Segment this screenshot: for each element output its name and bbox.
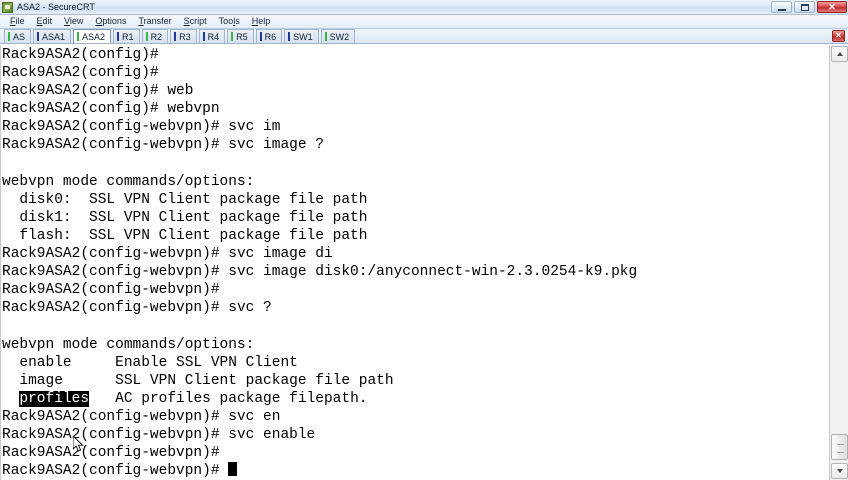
tab-as[interactable]: AS: [4, 29, 32, 43]
window-title: ASA2 - SecureCRT: [17, 1, 95, 12]
tab-label: R5: [236, 31, 248, 42]
terminal-line: [2, 155, 829, 173]
tab-status-indicator: [117, 32, 120, 41]
tab-r5[interactable]: R5: [227, 29, 254, 43]
terminal-line: Rack9ASA2(config-webvpn)# svc image ?: [2, 137, 324, 154]
tab-label: SW2: [329, 31, 350, 42]
close-button[interactable]: ✕: [817, 1, 847, 13]
tab-status-indicator: [77, 32, 80, 41]
tab-status-indicator: [324, 32, 327, 41]
tab-label: AS: [13, 31, 26, 42]
terminal-line: webvpn mode commands/options:: [2, 173, 255, 190]
terminal-line: Rack9ASA2(config-webvpn)# svc image di: [2, 246, 333, 263]
minimize-icon: [777, 8, 786, 11]
terminal-line: Rack9ASA2(config-webvpn)# svc enable: [2, 426, 316, 443]
tab-status-indicator: [8, 32, 10, 41]
terminal-area: Rack9ASA2(config)# Rack9ASA2(config)# Ra…: [0, 44, 848, 480]
terminal-scrollbar[interactable]: [829, 45, 848, 480]
tab-label: SW1: [293, 31, 313, 42]
menu-item-view[interactable]: View: [64, 16, 84, 26]
title-bar: ASA2 - SecureCRT ✕: [0, 0, 848, 15]
tab-sw2[interactable]: SW2: [320, 29, 356, 43]
menu-item-options[interactable]: Options: [95, 16, 127, 26]
terminal-line: webvpn mode commands/options:: [2, 336, 255, 353]
terminal-line: [2, 317, 829, 335]
terminal-line: Rack9ASA2(config)#: [2, 65, 168, 82]
text-cursor: [228, 462, 238, 477]
tab-close-button[interactable]: ✕: [832, 30, 845, 42]
tab-asa2[interactable]: ASA2: [73, 29, 112, 43]
securecrt-app-icon: [2, 1, 13, 13]
tab-status-indicator: [174, 32, 177, 41]
tab-label: R6: [264, 31, 277, 42]
tab-r3[interactable]: R3: [170, 29, 197, 43]
tab-r4[interactable]: R4: [198, 29, 226, 43]
tab-status-indicator: [202, 32, 205, 41]
terminal-line: enable Enable SSL VPN Client: [2, 354, 298, 371]
scrollbar-thumb[interactable]: [831, 434, 848, 460]
tab-label: R2: [150, 31, 163, 42]
selected-text[interactable]: profiles: [19, 390, 90, 407]
maximize-icon: [800, 3, 809, 11]
tab-label: ASA2: [82, 31, 106, 42]
close-icon: ✕: [828, 1, 836, 12]
scroll-up-button[interactable]: [831, 46, 848, 62]
tab-r2[interactable]: R2: [141, 29, 169, 43]
tab-status-indicator: [288, 32, 291, 41]
menu-item-tools[interactable]: Tools: [218, 16, 240, 26]
tab-label: R4: [207, 31, 220, 42]
menu-item-transfer[interactable]: Transfer: [138, 16, 172, 26]
terminal-output[interactable]: Rack9ASA2(config)# Rack9ASA2(config)# Ra…: [0, 45, 829, 480]
terminal-line: Rack9ASA2(config-webvpn)#: [2, 282, 229, 299]
tab-asa1[interactable]: ASA1: [33, 29, 72, 43]
tab-r6[interactable]: R6: [255, 29, 283, 43]
terminal-line: flash: SSL VPN Client package file path: [2, 227, 368, 244]
menu-bar: File Edit View Options Transfer Script Tools He…: [0, 15, 848, 29]
terminal-line: Rack9ASA2(config-webvpn)# svc image disk…: [2, 264, 638, 281]
menu-item-help[interactable]: Help: [251, 16, 271, 26]
terminal-line: image SSL VPN Client package file path: [2, 372, 394, 389]
menu-item-edit[interactable]: Edit: [36, 16, 53, 26]
maximize-button[interactable]: [794, 1, 815, 13]
terminal-line: Rack9ASA2(config-webvpn)# svc im: [2, 119, 281, 136]
tab-status-indicator: [259, 32, 262, 41]
menu-item-file[interactable]: File: [10, 16, 25, 26]
terminal-line: Rack9ASA2(config-webvpn)#: [2, 445, 229, 462]
tab-r1[interactable]: R1: [113, 29, 140, 43]
terminal-line: Rack9ASA2(config-webvpn)# svc ?: [2, 300, 272, 317]
terminal-line: Rack9ASA2(config)# webvpn: [2, 101, 220, 118]
tab-status-indicator: [231, 32, 234, 41]
terminal-line: Rack9ASA2(config-webvpn)#: [2, 462, 829, 480]
chevron-up-icon: [836, 52, 843, 56]
tab-label: R1: [122, 31, 134, 42]
terminal-line: profiles AC profiles package filepath.: [19, 390, 368, 407]
terminal-line: Rack9ASA2(config)#: [2, 47, 168, 63]
terminal-line: disk0: SSL VPN Client package file path: [2, 191, 368, 208]
tab-status-indicator: [37, 32, 40, 41]
chevron-down-icon: [836, 469, 843, 473]
scrollbar-track[interactable]: [830, 63, 848, 462]
tab-sw1[interactable]: SW1: [284, 29, 319, 43]
minimize-button[interactable]: [771, 1, 792, 13]
window-controls: ✕: [771, 1, 847, 13]
terminal-line: Rack9ASA2(config-webvpn)# svc en: [2, 408, 281, 425]
terminal-line: disk1: SSL VPN Client package file path: [2, 209, 368, 226]
session-tab-bar: AS ASA1 ASA2 R1 R2 R3 R4 R5 R6 SW1 SW2 ✕: [0, 29, 848, 44]
terminal-line: Rack9ASA2(config)# web: [2, 83, 194, 100]
tab-status-indicator: [145, 32, 148, 41]
menu-item-script[interactable]: Script: [183, 16, 207, 26]
tab-label: ASA1: [42, 31, 66, 42]
tab-label: R3: [179, 31, 191, 42]
scroll-down-button[interactable]: [831, 463, 848, 479]
